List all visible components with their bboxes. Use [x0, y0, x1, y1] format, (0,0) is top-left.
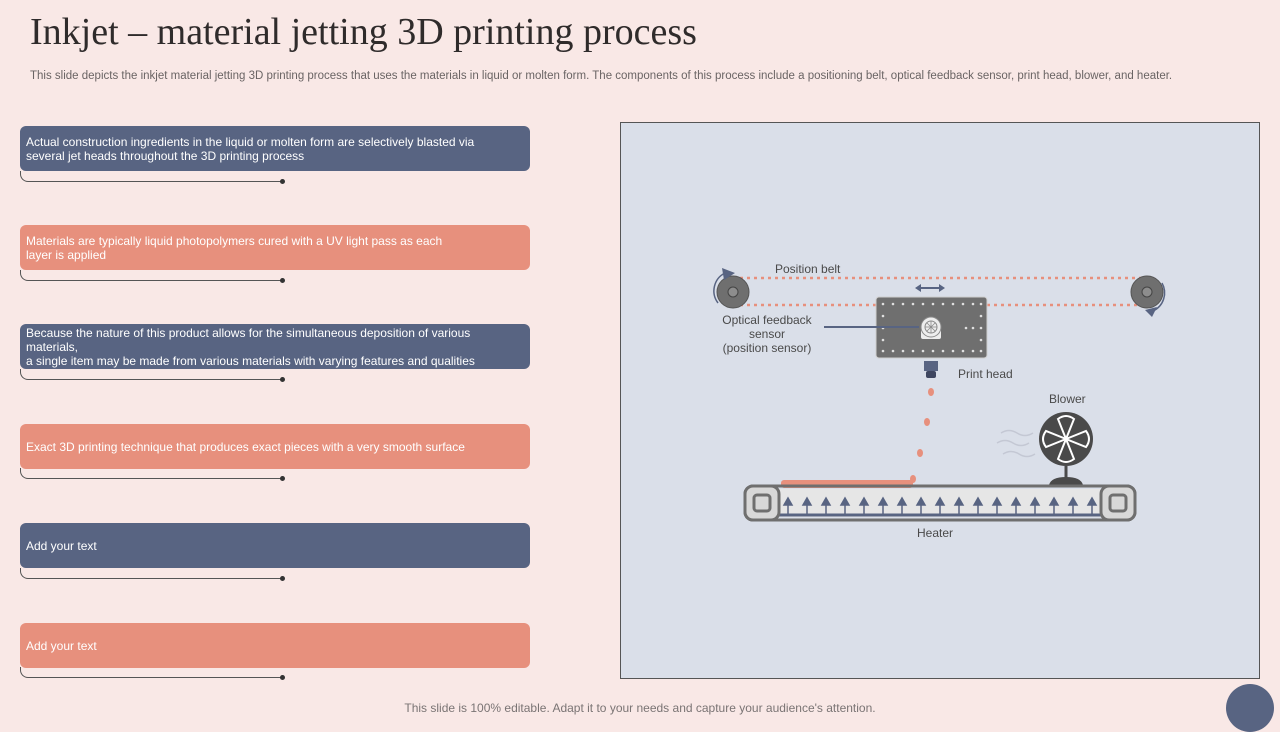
card-5-bracket: [20, 568, 285, 581]
label-optical-sensor-1: Optical feedback: [722, 313, 812, 327]
card-6-line-1: Add your text: [26, 638, 97, 653]
card-6-bracket: [20, 667, 285, 680]
card-4-line-1: Exact 3D printing technique that produce…: [26, 439, 465, 454]
label-position-belt: Position belt: [775, 262, 841, 276]
page-title: Inkjet – material jetting 3D printing pr…: [30, 11, 697, 53]
blower-icon: [996, 412, 1093, 485]
corner-decoration: [1226, 684, 1274, 732]
ink-droplets: [910, 388, 934, 483]
print-head-icon: [875, 296, 988, 378]
info-card-1: Actual construction ingredients in the l…: [20, 126, 530, 171]
card-3-line-2: a single item may be made from various m…: [26, 353, 475, 368]
card-1-line-2: several jet heads throughout the 3D prin…: [26, 148, 305, 163]
info-card-5: Add your text: [20, 523, 530, 568]
info-card-2: Materials are typically liquid photopoly…: [20, 225, 530, 270]
card-2-line-2: layer is applied: [26, 247, 107, 262]
card-1-line-1: Actual construction ingredients in the l…: [26, 134, 475, 149]
label-blower: Blower: [1049, 392, 1086, 406]
footer-note: This slide is 100% editable. Adapt it to…: [404, 701, 876, 715]
card-3-line-1: Because the nature of this product allow…: [26, 325, 471, 354]
right-roller-icon: [1130, 275, 1166, 317]
double-arrow-icon: [915, 284, 945, 292]
left-roller-icon: [713, 268, 750, 309]
page-subtitle: This slide depicts the inkjet material j…: [30, 70, 1173, 82]
label-heater: Heater: [917, 526, 953, 540]
info-card-4: Exact 3D printing technique that produce…: [20, 424, 530, 469]
card-4-bracket: [20, 468, 285, 481]
heater-icon: [743, 480, 1137, 522]
card-3-bracket: [20, 369, 285, 382]
info-card-3: Because the nature of this product allow…: [20, 324, 530, 369]
inkjet-diagram-svg: Position belt Optical feedback sensor (p…: [713, 262, 1166, 540]
label-optical-sensor-2: sensor: [749, 327, 785, 341]
card-2-bracket: [20, 270, 285, 283]
inkjet-diagram: Position belt Optical feedback sensor (p…: [620, 122, 1260, 679]
card-2-line-1: Materials are typically liquid photopoly…: [26, 233, 443, 248]
label-optical-sensor-3: (position sensor): [723, 341, 812, 355]
card-5-line-1: Add your text: [26, 538, 97, 553]
label-print-head: Print head: [958, 367, 1013, 381]
info-card-6: Add your text: [20, 623, 530, 668]
card-1-bracket: [20, 171, 285, 184]
